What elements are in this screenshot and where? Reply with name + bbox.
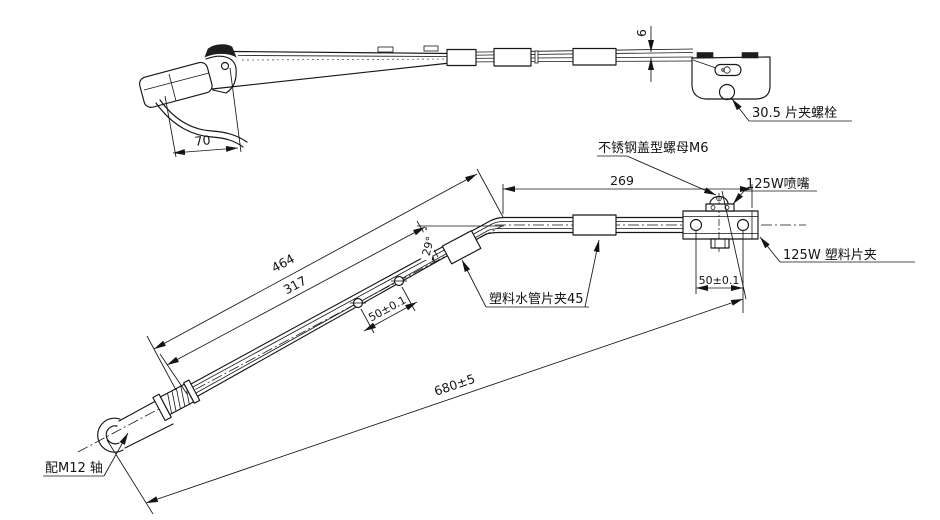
dim-text-70: 70 <box>194 132 211 149</box>
tube-clip-horizontal <box>572 214 617 236</box>
label-nozzle: 125W喷嘴 <box>732 177 817 205</box>
clip-bolt-hole <box>718 83 736 101</box>
plate-slot <box>714 63 742 77</box>
pivot-hole <box>220 61 230 71</box>
nozzle-assembly <box>705 190 747 300</box>
label-text-nozzle: 125W喷嘴 <box>746 177 810 192</box>
dim-arm-holes: 50±0.1 <box>360 286 418 334</box>
dim-text-6: 6 <box>634 29 649 37</box>
dim-bend-angle: 29° <box>416 225 504 264</box>
dim-text-680: 680±5 <box>432 371 477 399</box>
arm-tube <box>190 216 684 397</box>
label-tube-clip: 塑料水管片夹45 <box>461 239 600 308</box>
dim-clip-holes: 50±0.1 <box>695 231 743 294</box>
blade-clip-plate <box>682 210 759 240</box>
head-clip <box>204 44 237 58</box>
bottom-view: 269 464 317 50±0.1 50±0.1 <box>43 141 915 515</box>
arm-rod <box>446 47 694 67</box>
blade-clip-plate-side <box>691 52 771 101</box>
dim-text-269: 269 <box>610 173 634 188</box>
dim-rod-height: 6 <box>634 26 654 82</box>
clip-hole <box>736 218 750 232</box>
plate-tab <box>741 52 759 59</box>
dim-text-angle: 29° <box>420 235 438 257</box>
label-blade-clip: 125W 塑料片夹 <box>759 236 915 263</box>
hex-nut <box>710 238 730 249</box>
collar <box>152 379 201 422</box>
dim-text-464: 464 <box>269 251 297 276</box>
dim-overall-length: 680±5 <box>106 231 744 515</box>
dim-head-width: 70 <box>164 67 242 158</box>
tube-clip-inclined <box>441 230 482 265</box>
label-clip-bolt: 30.5 片夹螺栓 <box>731 98 852 122</box>
label-text-blade-clip: 125W 塑料片夹 <box>783 248 877 263</box>
label-cap-nut: 不锈钢盖型螺母M6 <box>597 141 717 196</box>
label-text-tube-clip: 塑料水管片夹45 <box>489 292 584 307</box>
dim-text-317: 317 <box>281 273 309 298</box>
top-view: 70 6 30.5 片夹螺栓 <box>138 26 852 158</box>
plate-tab <box>696 52 714 59</box>
arm-head <box>138 44 248 148</box>
label-text-clip-bolt: 30.5 片夹螺栓 <box>752 106 837 121</box>
label-text-shaft: 配M12 轴 <box>45 461 103 476</box>
clip-hole <box>689 218 703 232</box>
arm-channel <box>211 45 451 90</box>
spring-hook <box>159 99 248 143</box>
label-text-cap-nut: 不锈钢盖型螺母M6 <box>598 141 709 156</box>
dim-hook-to-bend: 464 <box>146 168 504 391</box>
dim-text-50-clip: 50±0.1 <box>699 274 740 287</box>
label-shaft: 配M12 轴 <box>43 432 129 477</box>
nozzle-base <box>705 203 735 212</box>
